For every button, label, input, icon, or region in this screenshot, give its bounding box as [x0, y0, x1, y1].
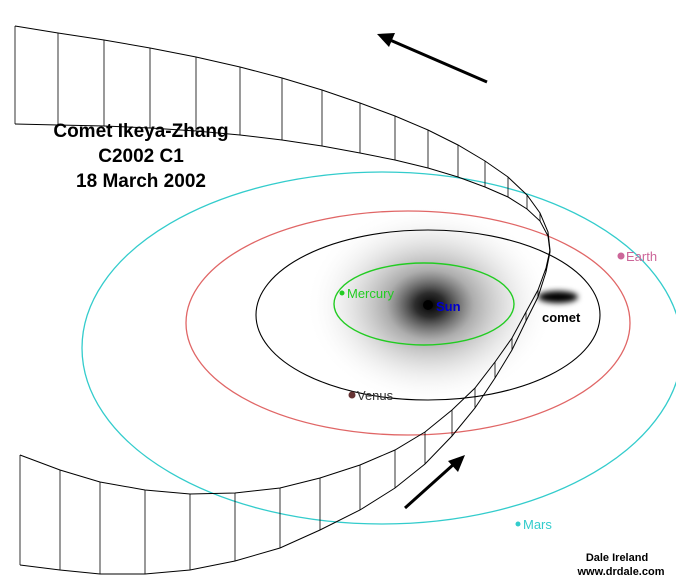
- comet-icon: [538, 291, 578, 303]
- mercury-label: Mercury: [347, 286, 394, 301]
- earth-icon: [617, 252, 625, 260]
- mars-orbit: [81, 171, 676, 525]
- comet-orbit-lower-edge: [14, 123, 551, 575]
- title-line-3: 18 March 2002: [76, 171, 206, 192]
- title-line-2: C2002 C1: [98, 146, 184, 167]
- earth-label: Earth: [626, 249, 657, 264]
- venus-orbit: [255, 229, 601, 401]
- sun-label: Sun: [436, 299, 461, 314]
- venus-icon: [348, 391, 356, 399]
- mercury-icon: [339, 290, 345, 296]
- venus-label: Venus: [357, 388, 394, 403]
- earth-orbit: [185, 210, 631, 436]
- title-line-1: Comet Ikeya-Zhang: [53, 121, 228, 142]
- mars-label: Mars: [523, 517, 552, 532]
- mars-icon: [515, 521, 521, 527]
- comet-label: comet: [542, 310, 581, 325]
- credit-author: Dale Ireland: [586, 552, 648, 564]
- comet-orbit-curtain: [14, 26, 551, 574]
- direction-arrow-bottom: [403, 455, 465, 510]
- mercury-orbit: [333, 262, 515, 346]
- credit-site: www.drdale.com: [576, 566, 664, 578]
- direction-arrow-top: [377, 33, 488, 84]
- comet-orbit-upper-edge: [14, 25, 551, 495]
- sun-icon: [423, 300, 433, 310]
